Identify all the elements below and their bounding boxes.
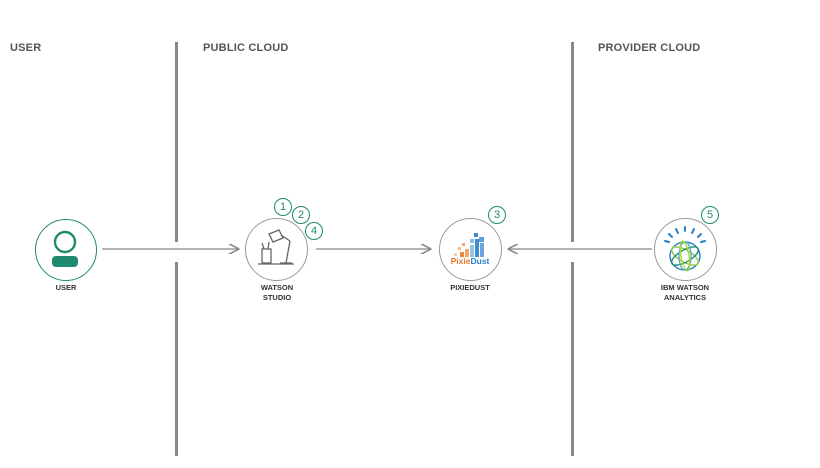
divider-provider-top — [571, 42, 574, 242]
user-node-label: USER — [55, 283, 77, 292]
watson-studio-node[interactable] — [245, 218, 308, 281]
zone-label-provider-cloud: PROVIDER CLOUD — [598, 42, 701, 54]
step-badge-1: 1 — [274, 198, 292, 216]
step-badge-5: 5 — [701, 206, 719, 224]
watson-analytics-label: IBM WATSON ANALYTICS — [660, 283, 710, 302]
zone-label-user: USER — [10, 42, 42, 54]
divider-provider-bottom — [571, 262, 574, 456]
step-badge-4: 4 — [305, 222, 323, 240]
desk-lamp-icon — [258, 229, 294, 265]
pixiedust-label: PIXIEDUST — [450, 283, 490, 292]
pixiedust-node[interactable]: PixieDust — [439, 218, 502, 281]
zone-label-public-cloud: PUBLIC CLOUD — [203, 42, 289, 54]
watson-globe-icon — [664, 226, 706, 272]
watson-analytics-node[interactable] — [654, 218, 717, 281]
divider-public-top — [175, 42, 178, 242]
watson-studio-label: WATSON STUDIO — [260, 283, 294, 302]
user-icon — [52, 230, 78, 267]
step-badge-3: 3 — [488, 206, 506, 224]
pixiedust-logo — [454, 233, 484, 257]
step-badge-2: 2 — [292, 206, 310, 224]
user-node[interactable] — [35, 219, 97, 281]
divider-public-bottom — [175, 262, 178, 456]
pixiedust-logo-text: PixieDust — [450, 256, 490, 266]
